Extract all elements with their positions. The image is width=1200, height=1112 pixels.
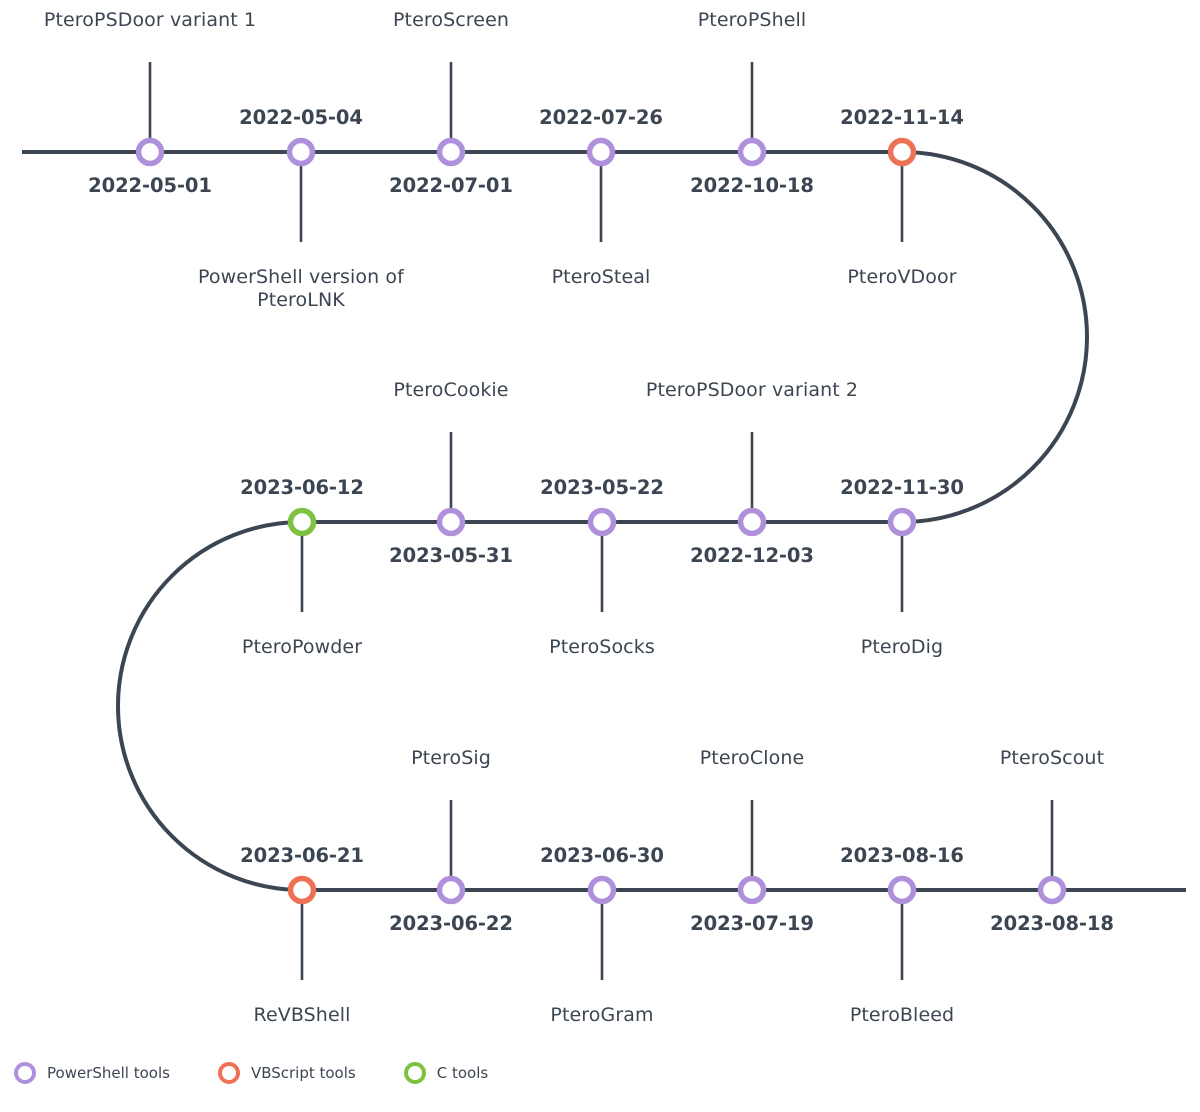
legend-ring-icon (403, 1062, 426, 1084)
legend-item[interactable]: C tools (403, 1062, 489, 1084)
event-node-marker[interactable]: 2023-06-22 PteroSig (436, 875, 466, 905)
event-node-marker[interactable]: 2023-08-18 PteroScout (1037, 875, 1067, 905)
legend-label: PowerShell tools (47, 1064, 170, 1082)
legend: PowerShell tools VBScript tools C tools (14, 1062, 536, 1084)
event-node-marker[interactable]: 2023-06-30 PteroGram (587, 875, 617, 905)
event-node-marker[interactable]: 2023-06-21 ReVBShell (287, 875, 317, 905)
event-node-marker[interactable]: 2022-07-26 PteroSteal (586, 137, 616, 167)
event-node-marker[interactable]: 2023-07-19 PteroClone (737, 875, 767, 905)
event-node-marker[interactable]: 2023-08-16 PteroBleed (887, 875, 917, 905)
legend-item[interactable]: PowerShell tools (14, 1062, 170, 1084)
event-node-marker[interactable]: 2022-05-01 PteroPSDoor variant 1 (135, 137, 165, 167)
event-node-marker[interactable]: 2022-11-30 PteroDig (887, 507, 917, 537)
event-node-marker[interactable]: 2022-07-01 PteroScreen (436, 137, 466, 167)
event-nodes-group: 2022-05-01 PteroPSDoor variant 1 2022-05-… (135, 137, 1067, 905)
legend-item[interactable]: VBScript tools (217, 1062, 356, 1084)
legend-label: C tools (436, 1064, 489, 1082)
event-node-marker[interactable]: 2022-12-03 PteroPSDoor variant 2 (737, 507, 767, 537)
event-node-marker[interactable]: 2023-05-31 PteroCookie (436, 507, 466, 537)
event-node-marker[interactable]: 2022-10-18 PteroPShell (737, 137, 767, 167)
tick-lines-group (148, 62, 1054, 980)
event-node-marker[interactable]: 2022-11-14 PteroVDoor (887, 137, 917, 167)
event-node-marker[interactable]: 2023-05-22 PteroSocks (587, 507, 617, 537)
legend-label: VBScript tools (250, 1064, 356, 1082)
event-node-marker[interactable]: 2022-05-04 PowerShell version of PteroLN… (286, 137, 316, 167)
legend-ring-icon (14, 1062, 36, 1084)
legend-ring-icon (217, 1062, 240, 1084)
event-node-marker[interactable]: 2023-06-12 PteroPowder (287, 507, 317, 537)
